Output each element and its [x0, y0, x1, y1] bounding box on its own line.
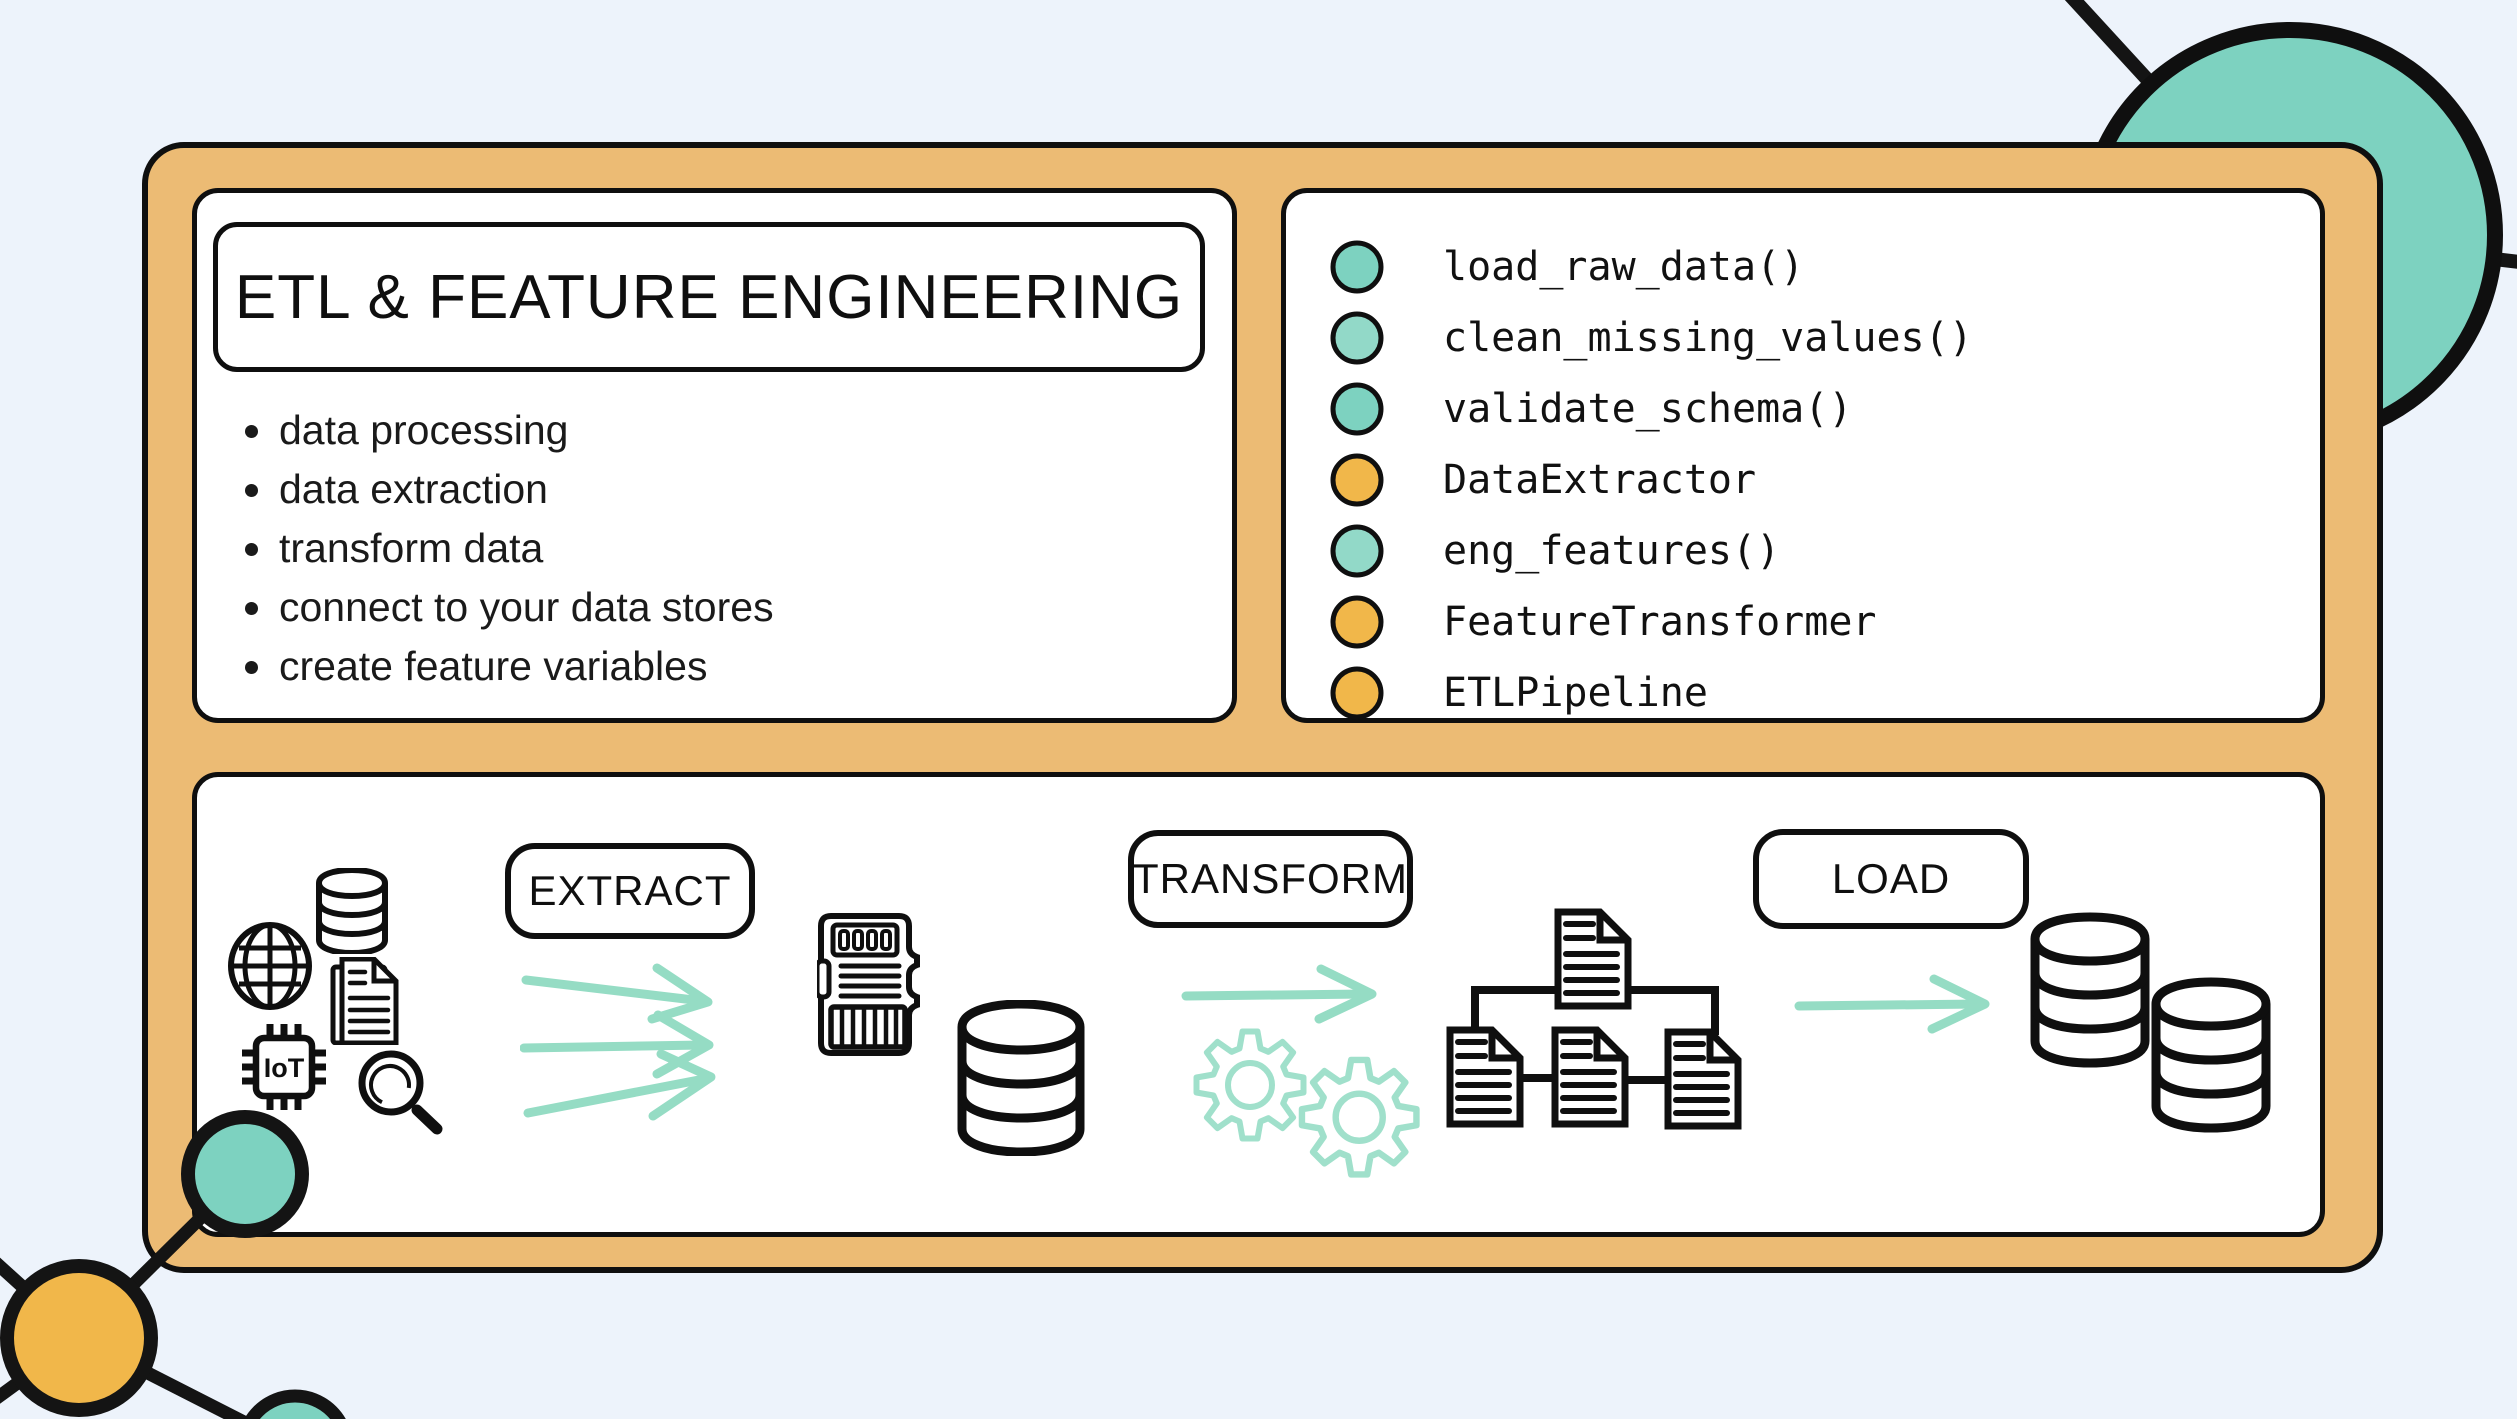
iot-label: IoT	[264, 1053, 305, 1083]
network-edge	[0, 1257, 84, 1343]
api-label: eng_features()	[1443, 528, 1781, 574]
intro-panel: ETL & FEATURE ENGINEERING data processin…	[192, 188, 1237, 723]
api-row: ETLPipeline	[1330, 666, 1973, 720]
api-label: DataExtractor	[1443, 457, 1757, 503]
api-row: FeatureTransformer	[1330, 595, 1973, 649]
feature-list: data processing data extraction transfor…	[237, 401, 774, 696]
flow-panel: IoT EXTRACT	[192, 772, 2325, 1237]
api-list: load_raw_data() clean_missing_values() v…	[1330, 240, 1973, 720]
bullet-circle-icon	[1330, 453, 1384, 507]
api-label: FeatureTransformer	[1443, 599, 1877, 645]
bullet-circle-icon	[1330, 666, 1384, 720]
arrow-icon	[1181, 964, 1377, 1024]
network-edge	[0, 1332, 83, 1404]
stage-box-extract: EXTRACT	[505, 843, 755, 939]
network-node-circle	[244, 1389, 346, 1419]
database-icon	[316, 868, 388, 954]
api-label: load_raw_data()	[1443, 244, 1805, 290]
api-row: load_raw_data()	[1330, 240, 1973, 294]
api-panel: load_raw_data() clean_missing_values() v…	[1281, 188, 2325, 723]
bullet-circle-icon	[1330, 524, 1384, 578]
bullet-circle-icon	[1330, 240, 1384, 294]
stage-label: TRANSFORM	[1133, 855, 1408, 902]
api-row: DataExtractor	[1330, 453, 1973, 507]
feature-item: connect to your data stores	[237, 578, 774, 637]
feature-item: create feature variables	[237, 637, 774, 696]
database-icon	[957, 1000, 1085, 1156]
page-title: ETL & FEATURE ENGINEERING	[234, 262, 1184, 332]
api-label: validate_schema()	[1443, 386, 1853, 432]
network-node-circle	[0, 1259, 158, 1417]
stage-box-transform: TRANSFORM	[1128, 830, 1413, 928]
bullet-circle-icon	[1330, 595, 1384, 649]
globe-icon	[228, 922, 312, 1010]
bullet-circle-icon	[1330, 382, 1384, 436]
api-row: clean_missing_values()	[1330, 311, 1973, 365]
arrow-fan-icon	[520, 963, 716, 1121]
api-row: validate_schema()	[1330, 382, 1973, 436]
feature-item: data processing	[237, 401, 774, 460]
feature-item: transform data	[237, 519, 774, 578]
stage-label: LOAD	[1831, 855, 1951, 902]
title-box: ETL & FEATURE ENGINEERING	[213, 222, 1205, 372]
api-label: ETLPipeline	[1443, 670, 1708, 716]
gears-icon	[1193, 1028, 1420, 1178]
bullet-circle-icon	[1330, 311, 1384, 365]
feature-item: data extraction	[237, 460, 774, 519]
magnifier-icon	[358, 1050, 443, 1135]
api-row: eng_features()	[1330, 524, 1973, 578]
memory-card-icon	[817, 913, 920, 1056]
network-edge	[76, 1332, 253, 1419]
document-tree-icon	[1435, 900, 1755, 1135]
stage-box-load: LOAD	[1753, 829, 2029, 929]
api-label: clean_missing_values()	[1443, 315, 1973, 361]
stage-label: EXTRACT	[528, 867, 732, 914]
iot-chip-icon: IoT	[242, 1024, 326, 1110]
document-icon	[330, 957, 399, 1045]
arrow-icon	[1794, 974, 1990, 1034]
main-frame: ETL & FEATURE ENGINEERING data processin…	[142, 142, 2383, 1273]
database-stack-icon	[2030, 912, 2271, 1133]
